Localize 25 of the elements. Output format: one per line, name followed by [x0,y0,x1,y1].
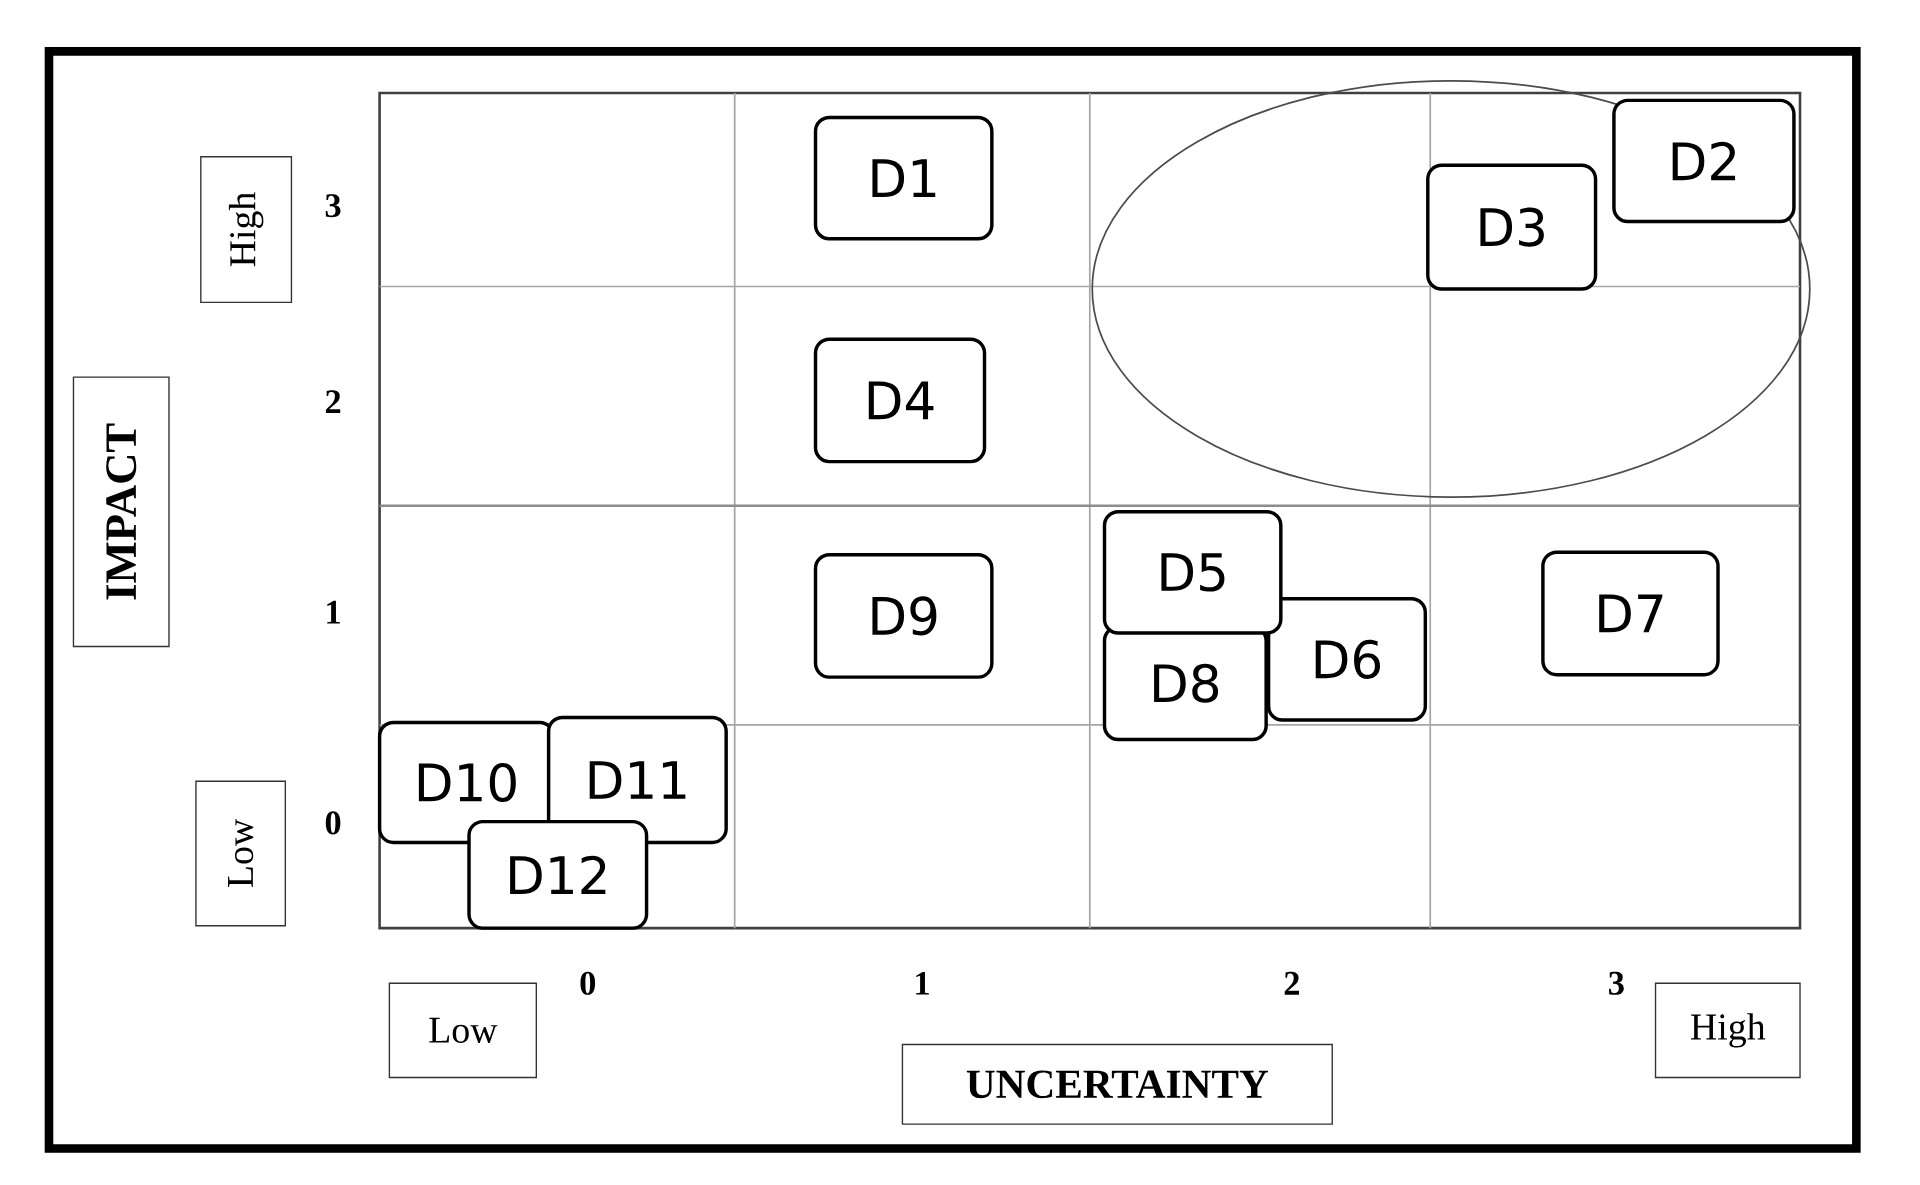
axis-title-box: IMPACT [72,376,170,648]
axis-level-box: High [1654,982,1801,1079]
item-box: D3 [1426,163,1598,291]
x-tick-label: 2 [1284,971,1299,995]
x-tick-label: 3 [1609,971,1624,995]
item-box: D1 [813,115,994,241]
axis-title-box: UNCERTAINTY [901,1043,1333,1125]
item-box: D2 [1612,98,1796,224]
item-box: D11 [546,715,728,844]
item-box: D5 [1102,509,1283,635]
axis-level-box: Low [388,982,538,1079]
x-tick-label: 1 [916,971,929,995]
item-box: D4 [813,337,987,464]
item-box: D6 [1266,596,1428,722]
y-tick-label: 0 [325,811,341,835]
y-tick-label: 1 [327,600,340,624]
y-tick-label: 3 [325,194,341,218]
x-tick-label: 0 [580,971,596,995]
item-box: D7 [1541,550,1720,677]
item-box: D12 [467,819,649,930]
y-tick-label: 2 [325,390,341,413]
axis-level-box: High [200,155,293,303]
axis-level-box: Low [195,780,286,927]
item-box: D8 [1102,625,1268,742]
item-box: D9 [813,552,994,679]
